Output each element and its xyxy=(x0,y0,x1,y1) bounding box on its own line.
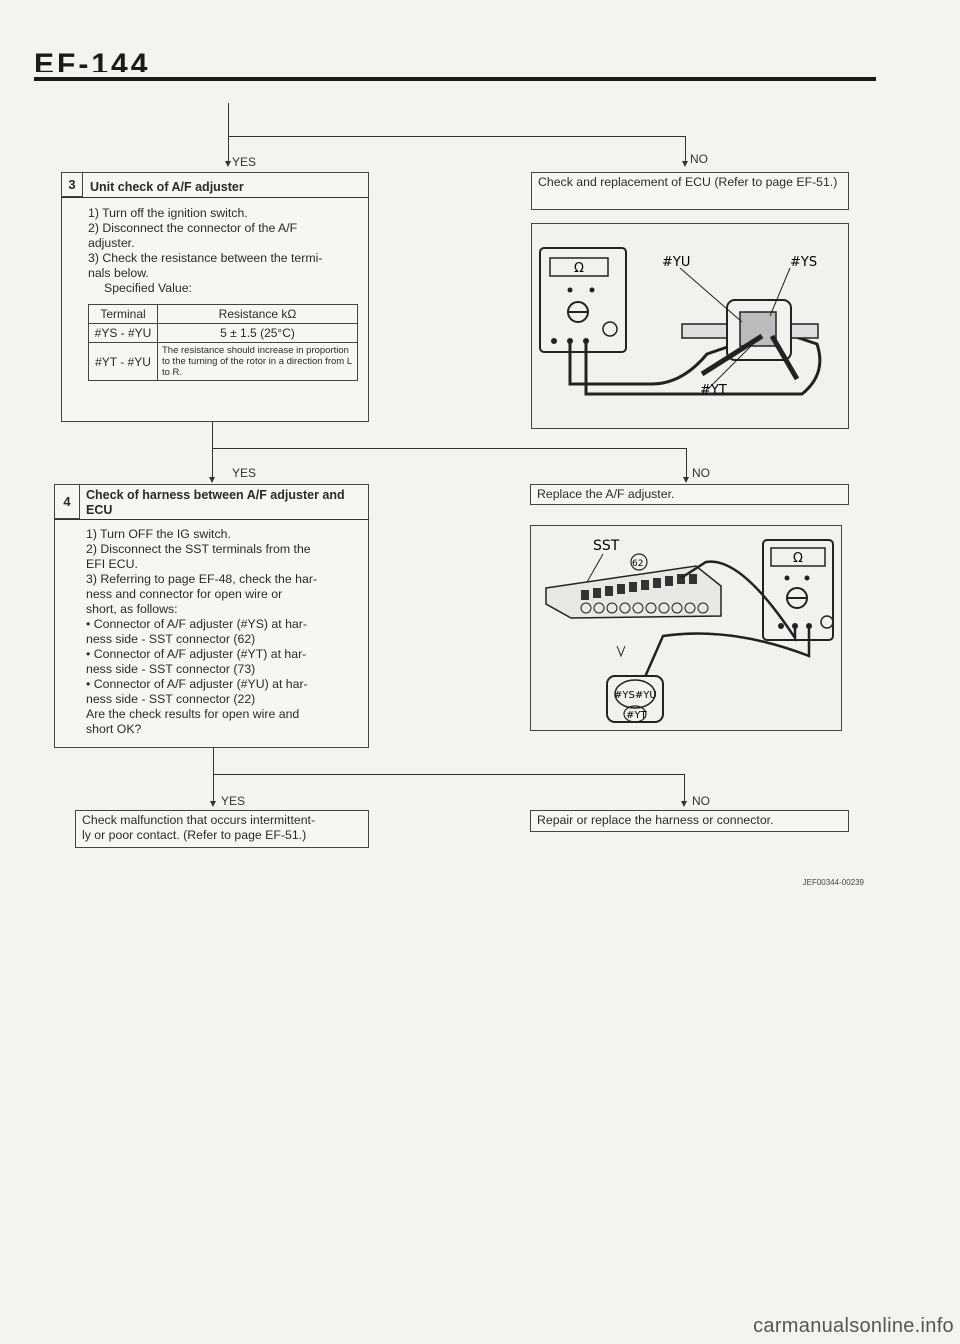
table-cell: #YT - #YU xyxy=(88,342,158,381)
flow-line xyxy=(684,774,685,801)
no-result-repair-harness: Repair or replace the harness or connect… xyxy=(530,810,849,832)
arrow-icon xyxy=(210,801,216,807)
flow-line xyxy=(228,136,686,137)
no-result-ecu: Check and replacement of ECU (Refer to p… xyxy=(531,172,849,210)
sst-harness-diagram: SST 62 Ω #YS#YU xyxy=(545,538,834,723)
step3-body: 1) Turn off the ignition switch. 2) Disc… xyxy=(88,206,323,280)
document-code: JEF00344-00239 xyxy=(802,878,864,887)
flow-line xyxy=(685,136,686,161)
svg-text:#YT: #YT xyxy=(626,710,647,721)
step3-title-rule xyxy=(61,197,369,198)
no-result-replace-adjuster: Replace the A/F adjuster. xyxy=(530,484,849,505)
harness-check-illustration: SST 62 Ω #YS#YU xyxy=(530,525,842,731)
arrow-icon xyxy=(682,161,688,167)
table-row: #YT - #YU The resistance should increase… xyxy=(88,342,358,381)
yes-result-intermittent: Check malfunction that occurs intermitte… xyxy=(75,810,369,848)
step3-title: Unit check of A/F adjuster xyxy=(90,180,244,194)
arrow-icon xyxy=(209,477,215,483)
table-row: Terminal Resistance kΩ xyxy=(88,304,358,324)
arrow-icon xyxy=(683,477,689,483)
svg-text:#YU: #YU xyxy=(662,255,690,270)
step4-title-rule xyxy=(54,519,369,520)
arrow-icon xyxy=(681,801,687,807)
yes-label: YES xyxy=(221,794,246,808)
no-label: NO xyxy=(690,152,708,166)
svg-text:Ω: Ω xyxy=(793,551,803,566)
svg-text:Ω: Ω xyxy=(574,261,584,276)
resistance-check-illustration: Ω #YU #YS #YT xyxy=(531,223,849,429)
flow-line xyxy=(228,103,229,161)
table-cell: The resistance should increase in propor… xyxy=(157,342,358,381)
flow-line xyxy=(686,448,687,478)
flow-line xyxy=(212,448,687,449)
flow-line xyxy=(212,422,213,478)
step3-number-cell xyxy=(61,172,83,197)
ohmmeter-connector-diagram: Ω #YU #YS #YT xyxy=(539,247,822,398)
step4-title: Check of harness between A/F adjuster an… xyxy=(86,488,345,517)
yes-label: YES xyxy=(232,155,257,169)
step4-box xyxy=(54,484,369,748)
svg-text:#YT: #YT xyxy=(700,383,727,398)
table-header: Resistance kΩ xyxy=(157,304,358,324)
step3-spec-label: Specified Value: xyxy=(104,281,192,295)
flow-line xyxy=(213,774,685,775)
table-cell: #YS - #YU xyxy=(88,323,158,343)
no-label: NO xyxy=(692,794,710,808)
watermark: carmanualsonline.info xyxy=(753,1315,954,1337)
step4-body: 1) Turn OFF the IG switch. 2) Disconnect… xyxy=(86,527,318,736)
svg-text:#YS#YU: #YS#YU xyxy=(614,690,657,701)
svg-text:#YS: #YS xyxy=(790,255,817,270)
svg-text:SST: SST xyxy=(593,538,620,554)
table-row: #YS - #YU 5 ± 1.5 (25°C) xyxy=(88,323,358,343)
table-header: Terminal xyxy=(88,304,158,324)
arrow-icon xyxy=(225,161,231,167)
step4-number: 4 xyxy=(63,494,71,509)
no-label: NO xyxy=(692,466,710,480)
svg-text:62: 62 xyxy=(632,559,643,569)
yes-label: YES xyxy=(232,466,257,480)
step4-number-cell xyxy=(54,484,80,519)
step3-number: 3 xyxy=(68,177,76,192)
table-cell: 5 ± 1.5 (25°C) xyxy=(157,323,358,343)
page-code: EF-144 xyxy=(34,50,151,72)
spec-table: Terminal Resistance kΩ #YS - #YU 5 ± 1.5… xyxy=(88,304,358,381)
header-rule xyxy=(34,77,876,81)
